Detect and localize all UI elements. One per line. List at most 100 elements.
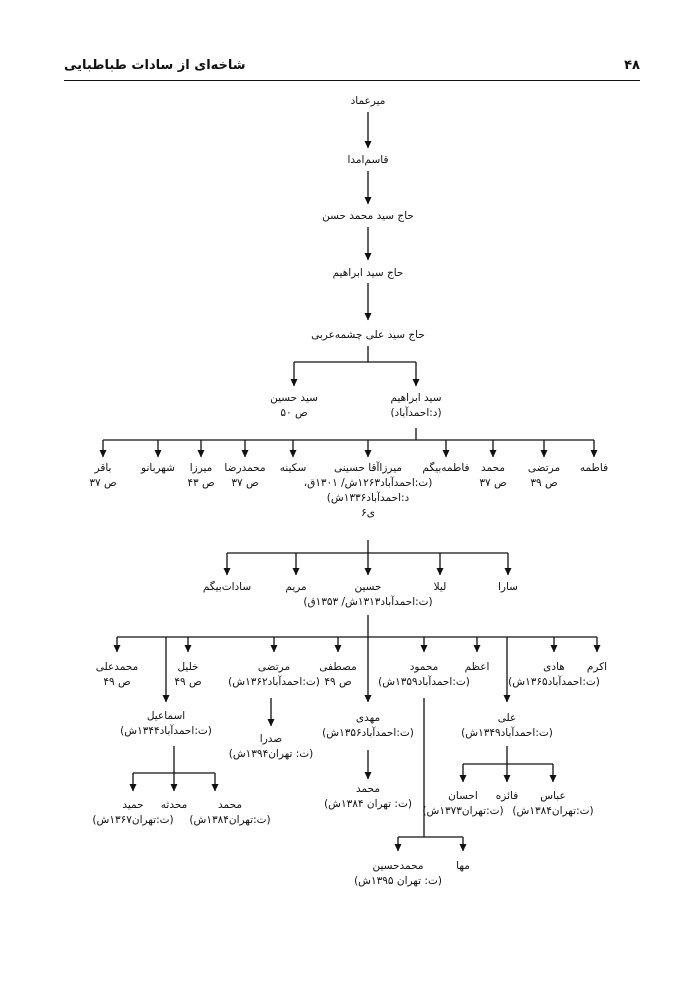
node-mirza: میرزا ص ۴۳ [126,461,276,491]
node-mohammadreza: محمدرضا ص ۳۷ [170,461,320,491]
detail-seyyed-hosein: ص ۵۰ [280,407,308,419]
node-qasem: قاسم‌امدا [293,153,443,168]
node-morteza: مرتضی ص ۳۹ [469,461,619,491]
node-sara: سارا [433,580,583,595]
name-akram: اکرم [586,661,608,673]
node-ehsan: احسان (ت:تهران۱۳۷۳ش) [388,789,538,819]
name-mostafa: مصطفی [319,661,357,673]
page-title: شاخه‌ای از سادات طباطبایی [64,58,246,73]
detail-mirza-agha: (ت:احمدآباد۱۲۶۳ش/ ۱۳۰۱ق، [303,477,433,489]
node-mohadeseh: محدثه [99,798,249,813]
name-qasem: قاسم‌امدا [347,154,389,166]
node-haj-mohammad-hasan: حاج سید محمد حسن [293,209,443,224]
name-haj-ali: حاج سید علی چشمه‌عربی [311,329,425,341]
detail-mirza: ص ۴۳ [187,477,215,489]
detail-morteza: ص ۳۹ [530,477,558,489]
name-mohammad-hosein: محمدحسین [372,860,424,872]
node-mohammad-mahdi: محمد (ت: تهران ۱۳۸۴ش) [293,782,443,812]
node-mohammad-hosein: محمدحسین (ت: تهران ۱۳۹۵ش) [323,859,473,889]
node-mirza-agha: میرزاآقا حسینی (ت:احمدآباد۱۲۶۳ش/ ۱۳۰۱ق، … [293,461,443,521]
name-mahmoud: محمود [409,661,439,673]
node-seyyed-hosein: سید حسین ص ۵۰ [219,391,369,421]
node-morteza-g5: مرتضی (ت:احمدآباد۱۳۶۲ش) [199,660,349,690]
name-fatemeh: فاطمه [579,462,609,474]
node-mohammad-esmaeil: محمد (ت:تهران۱۳۸۴ش) [155,798,305,828]
detail-abbas: (ت:تهران۱۳۸۴ش) [512,805,594,817]
name-haj-ebrahim: حاج سید ابراهیم [332,267,404,279]
name-morteza: مرتضی [527,462,561,474]
detail-mohammad-hosein: (ت: تهران ۱۳۹۵ش) [354,875,442,887]
node-abbas: عباس (ت:تهران۱۳۸۴ش) [478,789,628,819]
node-faezeh: فائزه [432,789,582,804]
name-azam: اعظم [464,661,490,673]
name-ali: علی [497,712,517,724]
node-mir-emad: میرعماد [293,94,443,109]
name-sara: سارا [498,581,518,593]
detail-mostafa: ص ۴۹ [324,676,352,688]
name-mohadeseh: محدثه [160,799,188,811]
node-sadra: صدرا (ت: تهران۱۳۹۴ش) [196,732,346,762]
name-mohammad-mahdi: محمد [356,783,380,795]
header-rule [64,80,640,81]
name-mirza-agha: میرزاآقا حسینی [334,462,402,474]
detail-mohammadali: ص ۴۹ [103,676,131,688]
name-sadat-beygom: سادات‌بیگم [202,581,252,593]
name-mohammadreza: محمدرضا [224,462,266,474]
detail-seyyed-ebrahim: (د:احمدآباد) [390,407,442,419]
name-seyyed-ebrahim: سید ابراهیم [390,392,442,404]
name-haj-mohammad-hasan: حاج سید محمد حسن [322,210,414,222]
note-mirza-agha: ی۶ [361,507,375,519]
node-mohammad: محمد ص ۳۷ [418,461,568,491]
name-mir-emad: میرعماد [350,95,386,107]
node-mohammadali: محمدعلی ص ۴۹ [42,660,192,690]
node-mostafa: مصطفی ص ۴۹ [263,660,413,690]
detail-hadi: (ت:احمدآباد۱۳۶۵ش) [508,676,600,688]
detail-mahdi: (ت:احمدآباد۱۳۵۶ش) [322,727,414,739]
name-esmaeil: اسماعیل [146,710,186,722]
name-mohammadali: محمدعلی [95,661,139,673]
name-fatemeh-beygom: فاطمه‌بیگم [422,462,470,474]
node-maryam: مریم [221,580,371,595]
name-maryam: مریم [285,581,307,593]
name-hamid: حمید [122,799,144,811]
node-azam: اعظم [402,660,552,675]
node-khalil: خلیل ص ۴۹ [113,660,263,690]
node-seyyed-ebrahim: سید ابراهیم (د:احمدآباد) [341,391,491,421]
page-number: ۴۸ [624,58,640,73]
detail-khalil: ص ۴۹ [174,676,202,688]
node-mahmoud: محمود (ت:احمدآباد۱۳۵۹ش) [349,660,499,690]
name-mohammad-esmaeil: محمد [218,799,242,811]
node-haj-ebrahim: حاج سید ابراهیم [293,266,443,281]
detail-mohammad: ص ۳۷ [479,477,507,489]
node-fatemeh: فاطمه [519,461,669,476]
name-sakineh: سکینه [279,462,307,474]
node-hamid: حمید (ت:تهران۱۳۶۷ش) [58,798,208,828]
name-hosein: حسین [354,581,382,593]
name-abbas: عباس [540,790,566,802]
node-fatemeh-beygom: فاطمه‌بیگم [371,461,521,476]
detail-mohammadreza: ص ۳۷ [231,477,259,489]
detail-mahmoud: (ت:احمدآباد۱۳۵۹ش) [378,676,470,688]
detail-sadra: (ت: تهران۱۳۹۴ش) [228,748,314,760]
name-mohammad: محمد [481,462,505,474]
detail2-mirza-agha: د:احمدآباد۱۳۳۶ش) [326,492,410,504]
node-leila: لیلا [365,580,515,595]
detail-ehsan: (ت:تهران۱۳۷۳ش) [422,805,504,817]
name-mirza: میرزا [189,462,213,474]
name-shahrbanu: شهربانو [141,462,175,474]
name-hadi: هادی [543,661,565,673]
node-maha: مها [388,859,538,874]
detail-hosein: (ت:احمدآباد۱۳۱۳ش/ ۱۳۵۳ق) [303,596,433,608]
name-seyyed-hosein: سید حسین [270,392,318,404]
name-leila: لیلا [433,581,447,593]
node-shahrbanu: شهربانو [83,461,233,476]
detail-esmaeil: (ت:احمدآباد۱۳۴۴ش) [120,725,212,737]
name-ehsan: احسان [448,790,478,802]
name-maha: مها [456,860,470,872]
node-esmaeil: اسماعیل (ت:احمدآباد۱۳۴۴ش) [91,709,241,739]
node-akram: اکرم [522,660,672,675]
detail-mohammad-esmaeil: (ت:تهران۱۳۸۴ش) [189,814,271,826]
name-khalil: خلیل [177,661,199,673]
node-mahdi: مهدی (ت:احمدآباد۱۳۵۶ش) [293,711,443,741]
